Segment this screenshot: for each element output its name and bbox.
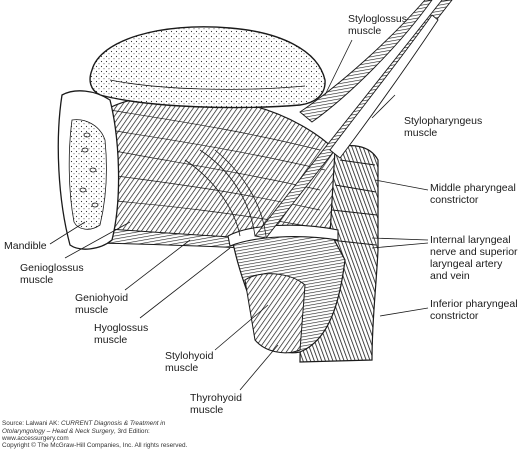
label-thyrohyoid: Thyrohyoid muscle	[190, 392, 242, 416]
source-citation-line-2: Otolaryngology – Head & Neck Surgery, 3r…	[2, 428, 150, 436]
label-geniohyoid: Geniohyoid muscle	[75, 292, 129, 316]
label-genioglossus: Genioglossus muscle	[20, 262, 84, 286]
copyright-notice: Copyright © The McGraw-Hill Companies, I…	[2, 442, 188, 449]
label-middle-pharyngeal-constrictor: Middle pharyngeal constrictor	[430, 182, 516, 206]
source-prefix: Source: Lalwani AK:	[2, 420, 61, 427]
thyroid-cartilage	[244, 273, 306, 354]
source-citation: Source: Lalwani AK: CURRENT Diagnosis & …	[2, 420, 165, 428]
genioglossus-region	[91, 94, 336, 243]
leader-lines	[49, 39, 429, 391]
stylopharyngeus-slip	[329, 14, 439, 159]
styloglossus-slip	[299, 0, 433, 123]
source-suffix: , 3rd Edition:	[113, 427, 150, 435]
label-stylohyoid: Stylohyoid muscle	[165, 350, 214, 374]
tongue-dorsum	[89, 26, 326, 109]
source-website: www.accessurgery.com	[2, 435, 69, 442]
source-title-2: Otolaryngology – Head & Neck Surgery	[2, 427, 114, 435]
label-mandible: Mandible	[4, 240, 47, 252]
label-inferior-pharyngeal-constrictor: Inferior pharyngeal constrictor	[430, 298, 518, 322]
label-stylopharyngeus: Stylopharyngeus muscle	[404, 115, 483, 139]
label-hyoglossus: Hyoglossus muscle	[94, 322, 149, 346]
label-styloglossus: Styloglossus muscle	[348, 13, 407, 37]
label-internal-laryngeal-nerve: Internal laryngeal nerve and superior la…	[430, 234, 518, 282]
source-title: CURRENT Diagnosis & Treatment in	[60, 420, 166, 427]
